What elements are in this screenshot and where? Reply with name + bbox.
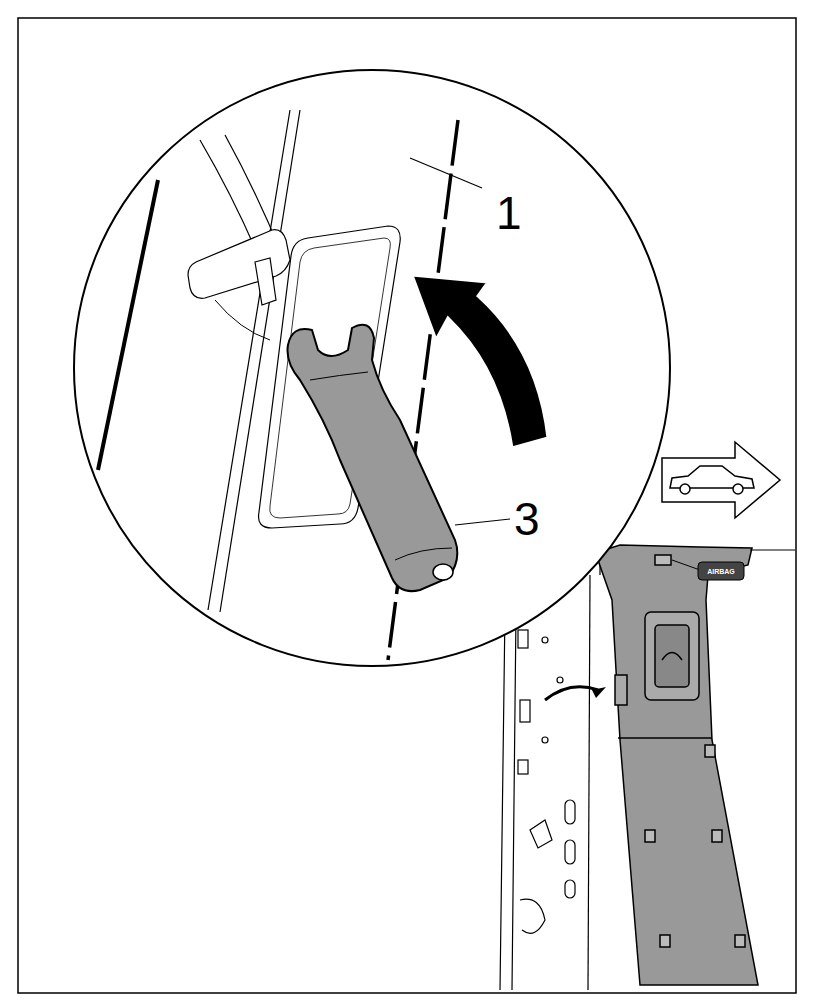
callout-number: 3	[514, 496, 540, 542]
direction-arrow	[592, 687, 606, 698]
airbag-label: AIRBAG	[707, 568, 735, 575]
detail-circle	[74, 70, 670, 666]
detail-view	[98, 110, 458, 660]
airbag-tag	[698, 562, 744, 580]
frame	[18, 18, 796, 993]
release-tool	[288, 325, 458, 591]
rotation-arrow	[412, 275, 548, 448]
trim-panel	[598, 545, 795, 985]
leader-line	[410, 158, 482, 188]
leader-line	[455, 519, 510, 525]
forward-arrow-icon	[662, 442, 780, 518]
callout-number: 1	[496, 190, 522, 236]
